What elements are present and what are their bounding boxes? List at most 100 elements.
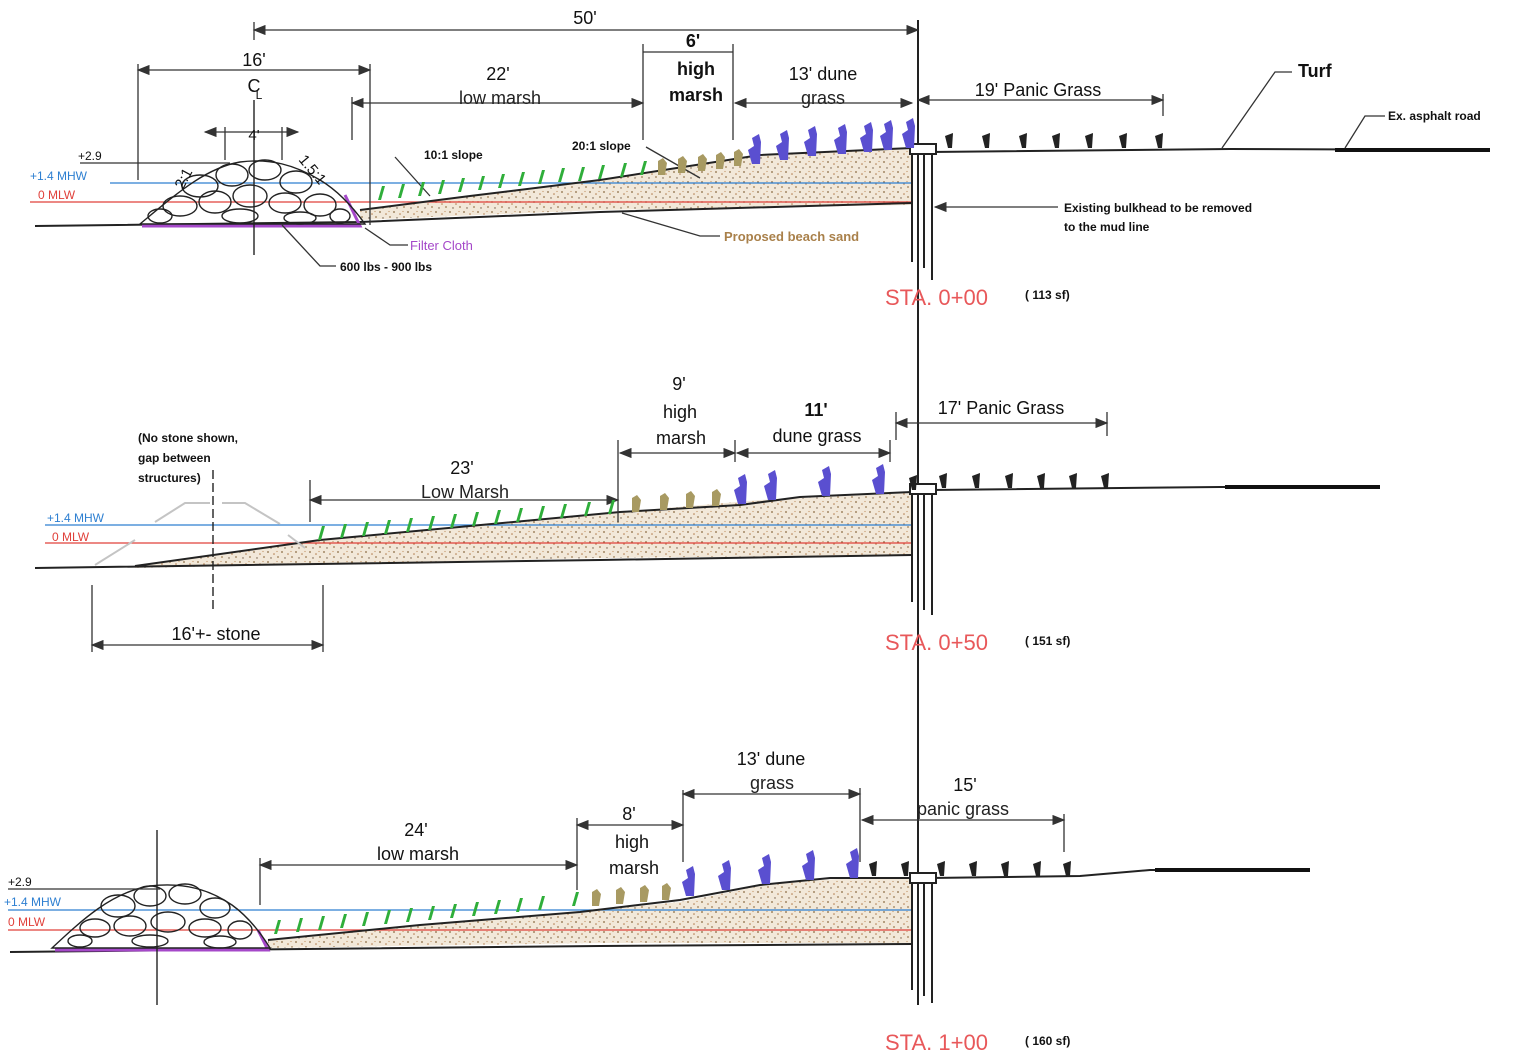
dune-grass-plants bbox=[734, 464, 885, 504]
high-marsh-dim: 6' high marsh bbox=[643, 31, 734, 140]
section-sta-0-50: (No stone shown, gap between structures)… bbox=[34, 374, 1380, 655]
dune-grass-dim: 13' dune grass bbox=[733, 64, 914, 109]
low-marsh-plants bbox=[378, 161, 647, 200]
high-marsh-text-1: high bbox=[663, 402, 697, 422]
panic-grass-plants bbox=[909, 473, 1109, 490]
panic-grass-label: 19' Panic Grass bbox=[975, 80, 1102, 100]
dune-grass-text-2: grass bbox=[801, 88, 845, 108]
low-marsh-width: 22' bbox=[486, 64, 509, 84]
dune-grass-dim: 13' dune grass bbox=[681, 749, 862, 862]
filter-cloth-line bbox=[55, 929, 271, 952]
panic-grass-width: 15' bbox=[953, 775, 976, 795]
station-label: STA. 0+50 bbox=[885, 630, 988, 655]
low-marsh-plants bbox=[274, 892, 579, 934]
dune-grass-plants bbox=[682, 848, 859, 896]
stone-width-dim: 16'+- stone bbox=[90, 585, 325, 652]
panic-grass-label: 17' Panic Grass bbox=[938, 398, 1065, 418]
low-marsh-text: low marsh bbox=[459, 88, 541, 108]
dune-grass-dim: 11' dune grass bbox=[735, 400, 892, 462]
stone-size-label: 600 lbs - 900 lbs bbox=[340, 260, 432, 274]
panic-grass-text: panic grass bbox=[917, 799, 1009, 819]
high-marsh-plants bbox=[632, 489, 721, 512]
crest-elev-label: +2.9 bbox=[78, 149, 102, 163]
beach-sand-fill bbox=[268, 878, 912, 948]
dune-grass-text-2: grass bbox=[750, 773, 794, 793]
panic-grass-plants bbox=[869, 861, 1071, 876]
turf-label: Turf bbox=[1298, 61, 1333, 81]
mhw-label: +1.4 MHW bbox=[4, 895, 62, 909]
area-label: ( 113 sf) bbox=[1025, 288, 1070, 302]
beach-sand-fill bbox=[135, 493, 912, 568]
stone-width-label: 16'+- stone bbox=[172, 624, 261, 644]
low-marsh-dim: 22' low marsh bbox=[350, 44, 645, 140]
dune-grass-text: dune grass bbox=[772, 426, 861, 446]
svg-text:L: L bbox=[256, 88, 263, 102]
overall-width-label: 50' bbox=[573, 8, 596, 28]
bulkhead-label-2: to the mud line bbox=[1064, 220, 1150, 234]
stone-breakwater bbox=[50, 883, 272, 949]
existing-bulkhead bbox=[909, 483, 937, 615]
dune-grass-text-1: 13' dune bbox=[737, 749, 806, 769]
crest-elev-label: +2.9 bbox=[8, 875, 32, 889]
high-marsh-plants bbox=[658, 149, 743, 175]
mlw-label: 0 MLW bbox=[38, 188, 76, 202]
stone-ghost-outline bbox=[94, 502, 306, 566]
beach-sand-label: Proposed beach sand bbox=[724, 229, 859, 244]
low-marsh-plants bbox=[318, 500, 615, 540]
section-sta-1-00: +2.9 +1.4 MHW 0 MLW 24' low marsh 8' hig… bbox=[4, 749, 1310, 1055]
low-marsh-width: 24' bbox=[404, 820, 427, 840]
high-marsh-width: 9' bbox=[672, 374, 685, 394]
area-label: ( 160 sf) bbox=[1025, 1034, 1070, 1048]
panic-grass-plants bbox=[945, 133, 1163, 148]
high-marsh-width: 8' bbox=[622, 804, 635, 824]
section-sta-0-00: C L 16' 4' 2:1 1.5:1 +2.9 +1.4 MHW 0 MLW bbox=[30, 31, 1491, 310]
finished-grade bbox=[267, 877, 912, 941]
high-marsh-dim: 8' high marsh bbox=[575, 790, 685, 878]
high-marsh-plants bbox=[592, 883, 671, 906]
road-label: Ex. asphalt road bbox=[1388, 109, 1481, 123]
stone-width-label: 16' bbox=[242, 50, 265, 70]
dune-grass-plants bbox=[748, 118, 915, 164]
ground-profile bbox=[34, 554, 913, 569]
panic-grass-dim: 15' panic grass bbox=[860, 775, 1066, 852]
note-line-2: gap between bbox=[138, 451, 211, 465]
stone-breakwater bbox=[138, 159, 367, 225]
stone-width-dim: 16' bbox=[136, 50, 372, 225]
station-label: STA. 1+00 bbox=[885, 1030, 988, 1055]
centerline-symbol: C bbox=[248, 76, 261, 96]
mlw-label: 0 MLW bbox=[52, 530, 90, 544]
slope-left-label: 2:1 bbox=[172, 165, 197, 191]
high-marsh-text-2: marsh bbox=[669, 85, 723, 105]
high-marsh-text-1: high bbox=[615, 832, 649, 852]
note-line-1: (No stone shown, bbox=[138, 431, 238, 445]
crest-width-label: 4' bbox=[248, 127, 259, 144]
high-marsh-text-2: marsh bbox=[609, 858, 659, 878]
high-marsh-text-1: high bbox=[677, 59, 715, 79]
mhw-label: +1.4 MHW bbox=[47, 511, 105, 525]
low-marsh-width: 23' bbox=[450, 458, 473, 478]
existing-bulkhead bbox=[909, 143, 937, 280]
dune-grass-text-1: 13' dune bbox=[789, 64, 858, 84]
filter-cloth-label: Filter Cloth bbox=[410, 238, 473, 253]
high-marsh-dim: 9' high marsh bbox=[618, 374, 737, 462]
crest-width-dim: 4' bbox=[203, 126, 300, 160]
high-marsh-width: 6' bbox=[686, 31, 700, 51]
station-label: STA. 0+00 bbox=[885, 285, 988, 310]
finished-grade bbox=[134, 491, 913, 567]
slope-10-label: 10:1 slope bbox=[424, 148, 483, 162]
overall-dimension: 50' bbox=[252, 8, 920, 40]
high-marsh-text-2: marsh bbox=[656, 428, 706, 448]
bulkhead-label-1: Existing bulkhead to be removed bbox=[1064, 201, 1252, 215]
area-label: ( 151 sf) bbox=[1025, 634, 1070, 648]
dune-grass-width: 11' bbox=[804, 400, 827, 420]
low-marsh-text: low marsh bbox=[377, 844, 459, 864]
mlw-label: 0 MLW bbox=[8, 915, 46, 929]
low-marsh-text: Low Marsh bbox=[421, 482, 509, 502]
low-marsh-dim: 23' Low Marsh bbox=[308, 440, 620, 522]
slope-20-label: 20:1 slope bbox=[572, 139, 631, 153]
low-marsh-dim: 24' low marsh bbox=[258, 818, 579, 905]
mhw-label: +1.4 MHW bbox=[30, 169, 88, 183]
note-line-3: structures) bbox=[138, 471, 201, 485]
panic-grass-dim: 19' Panic Grass bbox=[916, 80, 1165, 116]
